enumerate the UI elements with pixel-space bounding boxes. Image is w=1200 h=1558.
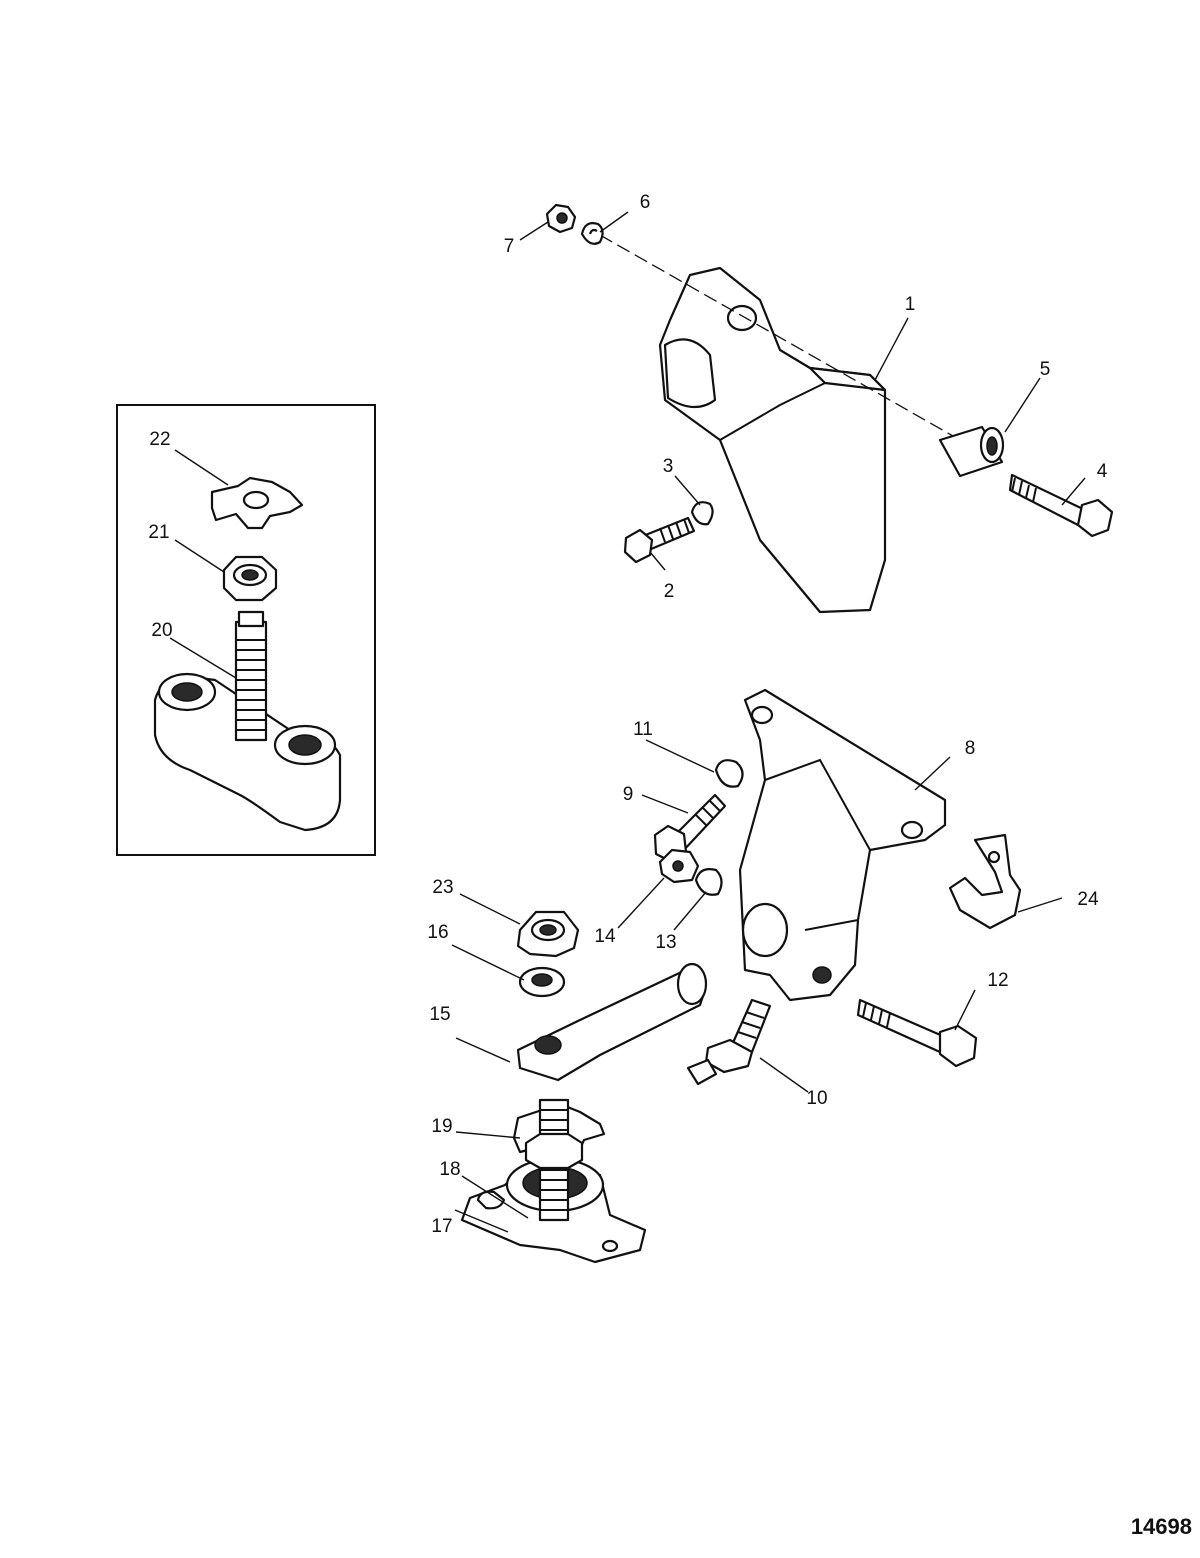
part-16-washer (518, 966, 566, 998)
part-4-bolt (1008, 473, 1114, 538)
leader-lines (169, 211, 1086, 1233)
part-6-lock-washer (580, 222, 604, 245)
callout-15: 15 (429, 1004, 450, 1025)
callout-1: 1 (905, 294, 916, 315)
callout-17: 17 (431, 1216, 452, 1237)
part-14-nut (658, 848, 700, 884)
callout-9: 9 (623, 784, 634, 805)
callout-23: 23 (432, 877, 453, 898)
figure-number: 14698 (1131, 1514, 1192, 1539)
callout-4: 4 (1097, 461, 1108, 482)
callout-18: 18 (439, 1159, 460, 1180)
callout-20: 20 (151, 620, 172, 641)
callout-21: 21 (148, 522, 169, 543)
part-20-mount-bracket (153, 610, 342, 832)
callout-16: 16 (427, 922, 448, 943)
part-11-lock-washer (714, 759, 744, 788)
part-15-eye-shaft (516, 962, 708, 1082)
axis-line-upper (599, 234, 961, 441)
part-21-hex-nut (222, 555, 278, 602)
callout-labels: 1 2 3 4 5 6 7 8 9 10 11 12 13 14 15 16 1… (148, 192, 1107, 1237)
callout-13: 13 (655, 932, 676, 953)
part-3-lock-washer (690, 501, 714, 526)
part-5-spacer (938, 425, 1005, 478)
callout-24: 24 (1077, 889, 1099, 910)
callout-10: 10 (806, 1088, 827, 1109)
callout-12: 12 (987, 970, 1008, 991)
part-22-tab-washer (210, 476, 304, 530)
part-9-bolt (653, 793, 727, 864)
inset-box (116, 404, 376, 856)
part-1-upper-bracket (658, 266, 887, 614)
callout-11: 11 (633, 719, 653, 740)
callout-5: 5 (1040, 359, 1051, 380)
part-23-nut (516, 910, 580, 958)
part-12-bolt (856, 998, 978, 1068)
callout-22: 22 (149, 429, 170, 450)
callout-14: 14 (594, 926, 616, 947)
callout-7: 7 (504, 236, 515, 257)
callout-8: 8 (965, 738, 976, 759)
callout-6: 6 (640, 192, 651, 213)
part-13-lock-washer (694, 868, 723, 896)
part-8-lower-bracket (738, 688, 947, 1002)
part-24-cable-clip (948, 833, 1022, 930)
part-18-stud (524, 1098, 584, 1222)
part-10-stud (686, 998, 772, 1086)
part-7-nut (545, 203, 577, 234)
callout-3: 3 (663, 456, 674, 477)
part-2-bolt (623, 516, 696, 564)
callout-2: 2 (664, 581, 675, 602)
callout-19: 19 (431, 1116, 452, 1137)
